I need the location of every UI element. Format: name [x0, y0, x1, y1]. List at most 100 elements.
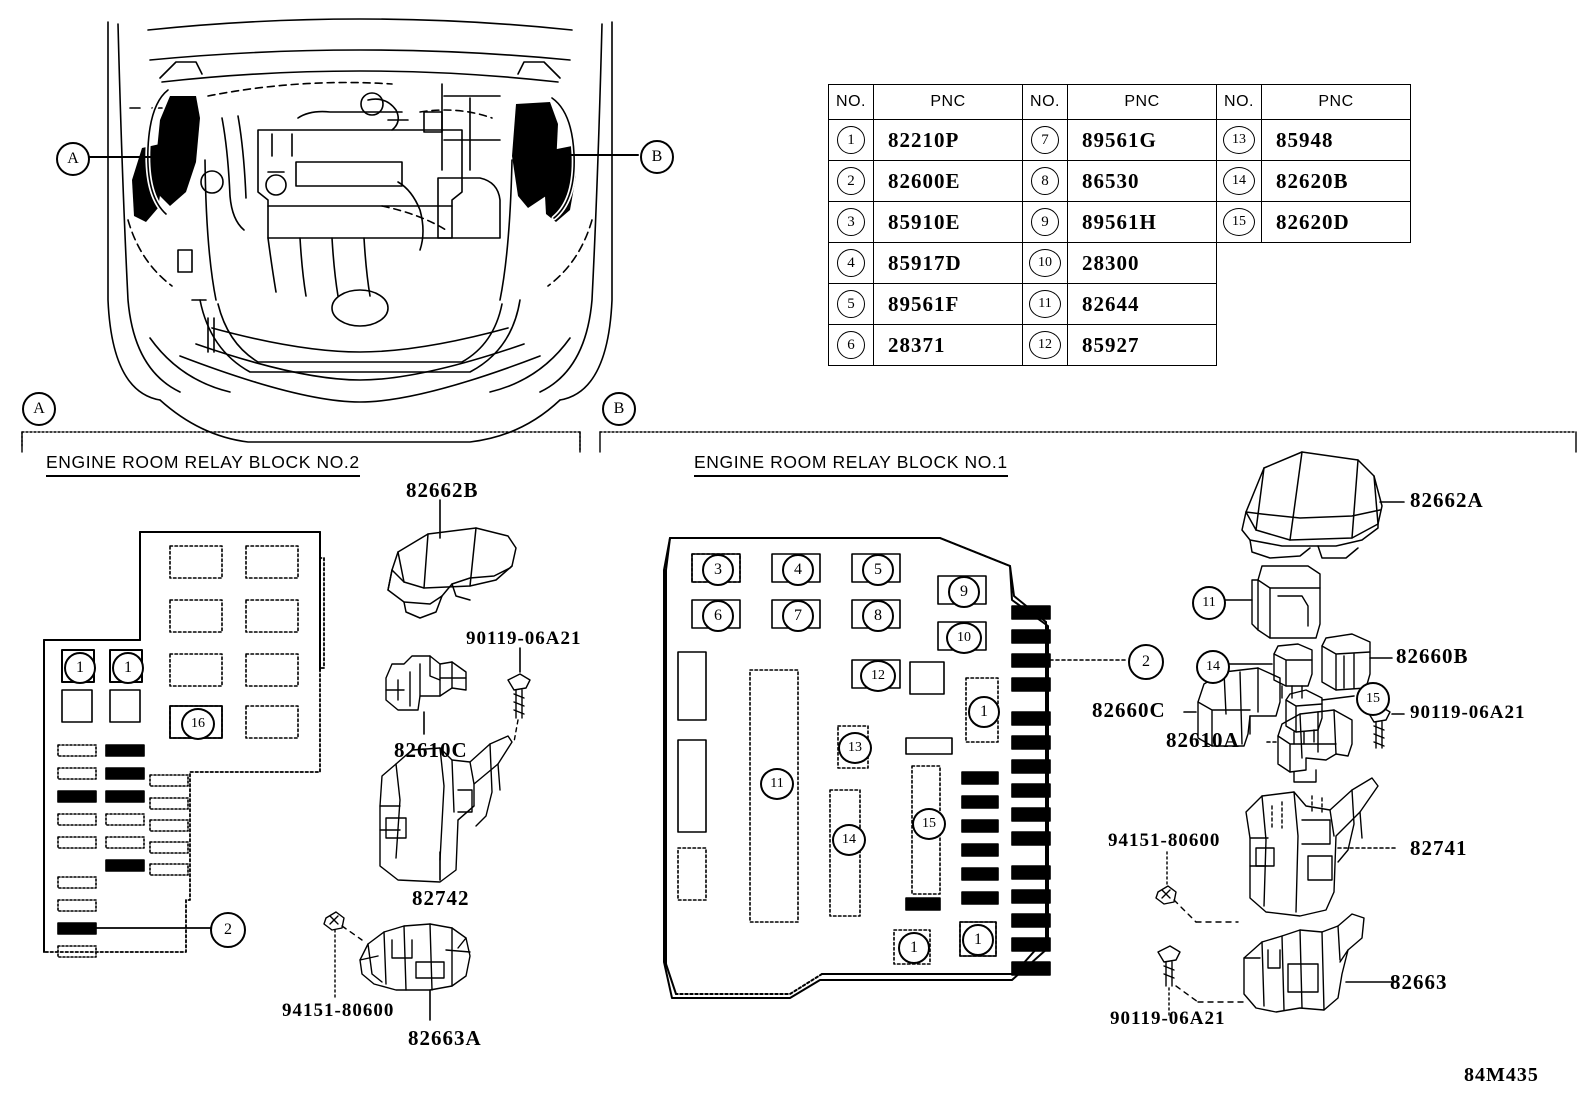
part-11-art: [1223, 565, 1321, 639]
circled-number: 4: [837, 249, 865, 277]
circled-number: 6: [837, 331, 865, 359]
block2-callout-16: 16: [181, 708, 215, 740]
label-82662b: 82662B: [406, 478, 479, 502]
part-82660b-art: [1225, 633, 1393, 699]
label-94151-80600-b: 94151-80600: [1108, 830, 1221, 851]
cell-pnc: 82620B: [1261, 160, 1411, 202]
cell-pnc: 85910E: [873, 201, 1023, 243]
cell-no: 3: [828, 201, 874, 243]
circled-number: 9: [1031, 208, 1059, 236]
cell-pnc: 86530: [1067, 160, 1217, 202]
cell-no: 2: [828, 160, 874, 202]
label-82610c: 82610C: [394, 738, 468, 762]
block1-callout-1a: 1: [968, 696, 1000, 728]
part-82610c-art: [385, 655, 467, 735]
cell-no: 8: [1022, 160, 1068, 202]
part-callout-2-b: 2: [1128, 644, 1164, 680]
cell-empty: [1216, 242, 1262, 284]
block1-callout-6: 6: [702, 600, 734, 632]
block1-callout-1b: 1: [898, 932, 930, 964]
cell-no: 4: [828, 242, 874, 284]
cell-empty: [1261, 283, 1411, 325]
col-no-2: NO.: [1022, 84, 1068, 120]
callout-badge-a: A: [56, 142, 90, 176]
block1-callout-4: 4: [782, 554, 814, 586]
label-82742: 82742: [412, 886, 470, 910]
cell-no: 13: [1216, 119, 1262, 161]
label-90119-06a21-b-bottom: 90119-06A21: [1110, 1008, 1226, 1029]
cell-no: 5: [828, 283, 874, 325]
col-no-1: NO.: [828, 84, 874, 120]
engine-bay-illustration: [107, 18, 613, 443]
part-82662a-art: [1241, 451, 1405, 559]
circled-number: 15: [1223, 208, 1255, 236]
cell-pnc: 82644: [1067, 283, 1217, 325]
col-pnc-1: PNC: [873, 84, 1023, 120]
callout-badge-b: B: [640, 140, 674, 174]
block2-callout-1b: 1: [112, 652, 144, 684]
screw-art-b-bottom: [1157, 945, 1245, 1019]
part-callout-14: 14: [1196, 650, 1230, 684]
part-82742-art: [379, 735, 513, 883]
cell-pnc: 28300: [1067, 242, 1217, 284]
cell-no: 12: [1022, 324, 1068, 366]
part-82663a-art: [359, 923, 471, 1021]
diagram-code: 84M435: [1464, 1064, 1539, 1086]
cell-no: 1: [828, 119, 874, 161]
section-badge-a: A: [22, 392, 56, 426]
block1-callout-11: 11: [760, 768, 794, 800]
circled-number: 5: [837, 290, 865, 318]
section-brackets: [21, 431, 1577, 453]
cell-no: 9: [1022, 201, 1068, 243]
part-94151-80600-art-a: [323, 911, 363, 1001]
block1-callout-15: 15: [912, 808, 946, 840]
circled-number: 14: [1223, 167, 1255, 195]
relay-block-2-board: [43, 531, 325, 958]
cell-pnc: 28371: [873, 324, 1023, 366]
label-82662a: 82662A: [1410, 488, 1484, 512]
col-pnc-2: PNC: [1067, 84, 1217, 120]
block2-callout-2: 2: [210, 912, 246, 948]
circled-number: 8: [1031, 167, 1059, 195]
table-header-row: NO. PNC NO. PNC NO. PNC: [828, 84, 1411, 120]
circled-number: 10: [1029, 249, 1061, 277]
label-82741: 82741: [1410, 836, 1468, 860]
block1-callout-7: 7: [782, 600, 814, 632]
circled-number: 13: [1223, 126, 1255, 154]
screw-art-a: [507, 647, 531, 743]
cell-no: 14: [1216, 160, 1262, 202]
block1-callout-10: 10: [946, 622, 982, 654]
part-94151-80600-art-b: [1155, 851, 1239, 923]
label-82660b: 82660B: [1396, 644, 1469, 668]
label-90119-06a21-a: 90119-06A21: [466, 628, 582, 649]
part-82663-art: [1243, 913, 1397, 1013]
cell-pnc: 82620D: [1261, 201, 1411, 243]
cell-pnc: 85917D: [873, 242, 1023, 284]
cell-empty: [1261, 324, 1411, 366]
part-82741-art: [1245, 777, 1397, 917]
circled-number: 7: [1031, 126, 1059, 154]
col-no-3: NO.: [1216, 84, 1262, 120]
block1-callout-5: 5: [862, 554, 894, 586]
block1-callout-9: 9: [948, 576, 980, 608]
label-82663a: 82663A: [408, 1026, 482, 1050]
cell-empty: [1216, 324, 1262, 366]
cell-no: 7: [1022, 119, 1068, 161]
cell-pnc: 85948: [1261, 119, 1411, 161]
section-b-title: ENGINE ROOM RELAY BLOCK NO.1: [694, 452, 1008, 477]
label-82610a: 82610A: [1166, 728, 1240, 752]
cell-no: 10: [1022, 242, 1068, 284]
block1-callout-1c: 1: [962, 924, 994, 956]
block2-callout-1a: 1: [64, 652, 96, 684]
label-82660c: 82660C: [1092, 698, 1166, 722]
label-90119-06a21-b-top: 90119-06A21: [1410, 702, 1526, 723]
cell-empty: [1216, 283, 1262, 325]
part-82660c-art: [1183, 667, 1281, 747]
